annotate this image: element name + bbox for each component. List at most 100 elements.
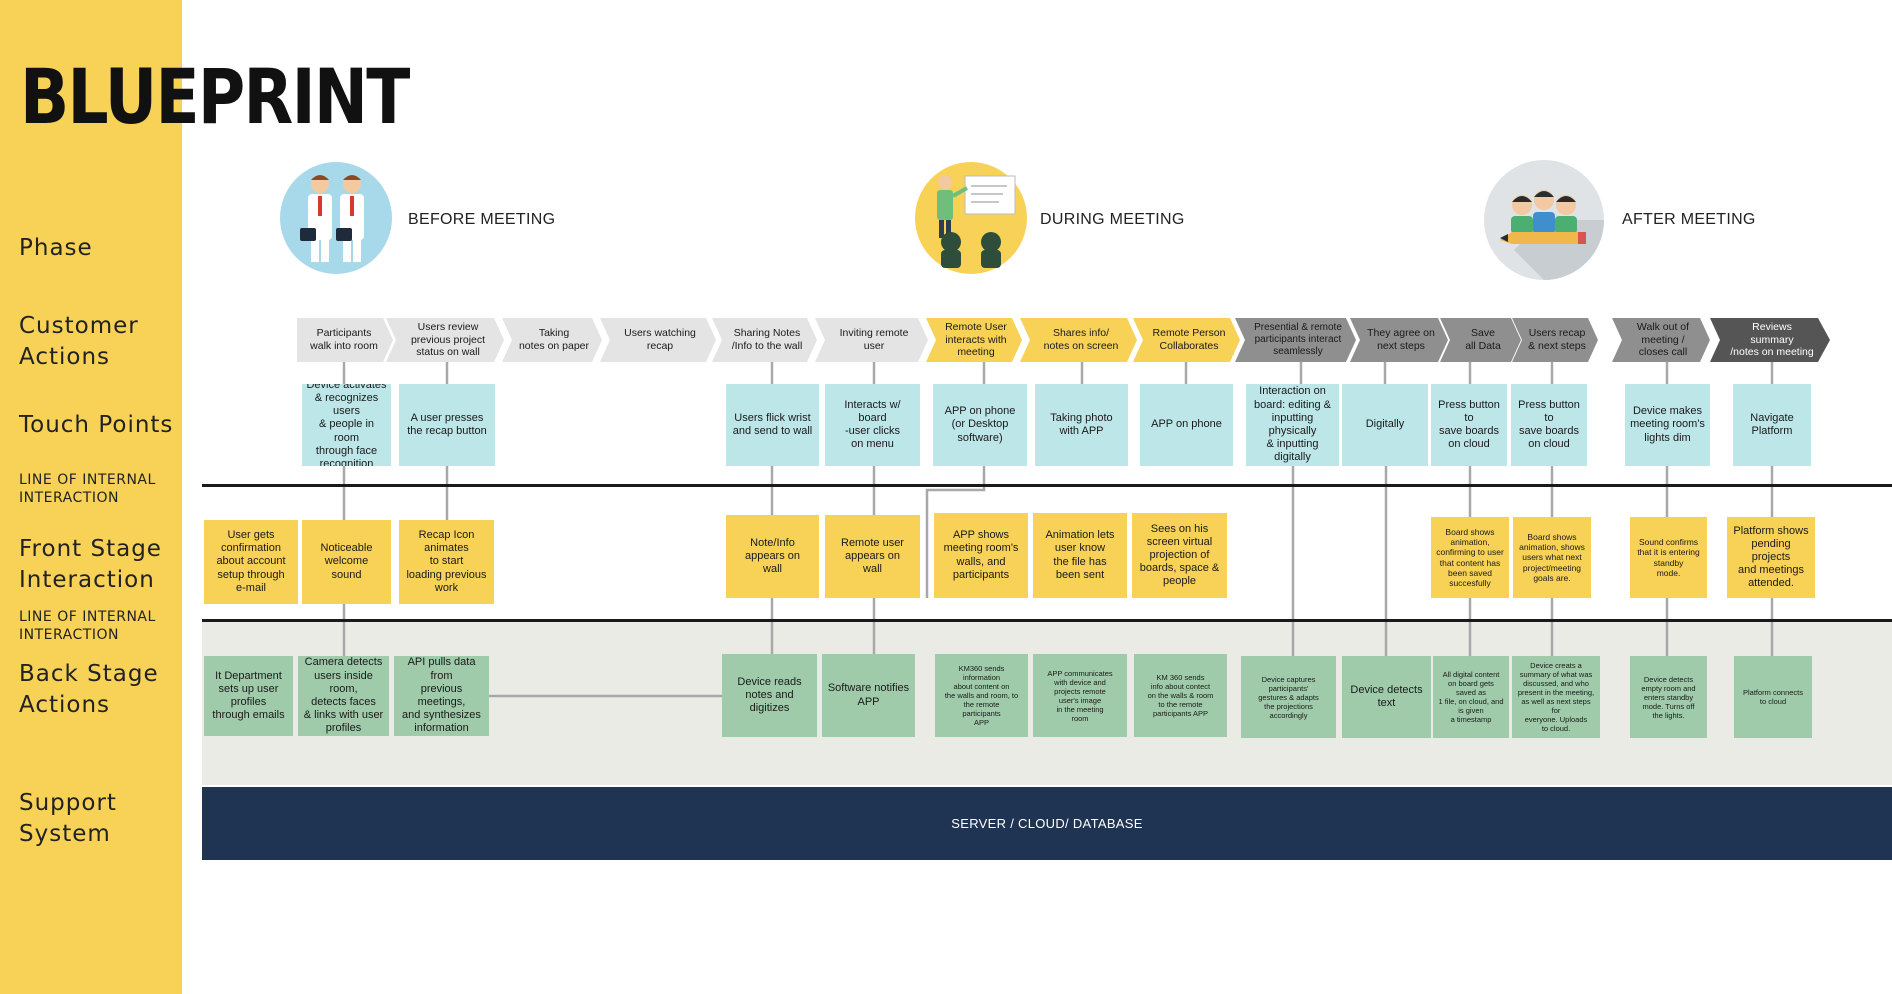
- row-label-line-of-interaction-1: LINE OF INTERNAL INTERACTION: [19, 471, 156, 507]
- chevron-9: [1133, 318, 1240, 362]
- business-people-icon: [280, 162, 392, 274]
- row-label-line: Interaction: [19, 567, 155, 593]
- chevron-15: [1710, 318, 1830, 362]
- chevron-3: [502, 318, 602, 362]
- row-label-line: INTERACTION: [19, 627, 119, 643]
- row-label-line: Back Stage: [19, 661, 159, 687]
- row-label-touch-points: Touch Points: [19, 412, 174, 438]
- row-label-line: LINE OF INTERNAL: [19, 472, 156, 488]
- chevron-7: [926, 318, 1022, 362]
- row-label-line: Customer: [19, 313, 139, 339]
- chevron-10: [1235, 318, 1356, 362]
- chevron-12: [1440, 318, 1521, 362]
- row-label-phase: Phase: [19, 235, 93, 261]
- chevron-5: [712, 318, 817, 362]
- chevron-4: [600, 318, 716, 362]
- chevron-2: [386, 318, 504, 362]
- line-of-internal-interaction-1: [202, 484, 1892, 487]
- chevron-11: [1350, 318, 1448, 362]
- row-label-line: Support: [19, 790, 117, 816]
- chevron-1: [297, 318, 393, 362]
- row-label-front-stage: Front Stage Interaction: [19, 534, 162, 596]
- row-label-line: Front Stage: [19, 536, 162, 562]
- row-label-line: Actions: [19, 692, 111, 718]
- line-of-internal-interaction-2: [202, 619, 1892, 622]
- support-system-bar: SERVER / CLOUD/ DATABASE: [202, 787, 1892, 860]
- touch-point: Device activates& recognizes users& peop…: [302, 384, 391, 466]
- chevron-6: [815, 318, 928, 362]
- row-label-line: System: [19, 821, 111, 847]
- sidebar: [0, 0, 182, 994]
- customer-action: Sharing Notes/Info to the wall: [731, 327, 803, 352]
- row-label-line: Actions: [19, 344, 111, 370]
- row-label-back-stage: Back Stage Actions: [19, 659, 159, 721]
- customer-action: Shares info/notes on screen: [1043, 327, 1119, 352]
- row-label-support-system: Support System: [19, 788, 117, 850]
- phase-during-meeting: DURING MEETING: [1040, 211, 1185, 228]
- phase-after-meeting: AFTER MEETING: [1622, 211, 1756, 228]
- row-label-line: INTERACTION: [19, 490, 119, 506]
- chevron-13: [1512, 318, 1598, 362]
- row-label-line: LINE OF INTERNAL: [19, 609, 156, 625]
- page-title: BLUEPRINT: [20, 52, 410, 141]
- presentation-icon: [915, 162, 1027, 274]
- team-icon: [1484, 160, 1604, 280]
- customer-action: Users recap& next steps: [1528, 327, 1586, 352]
- phase-before-meeting: BEFORE MEETING: [408, 211, 556, 228]
- chevron-8: [1020, 318, 1137, 362]
- touch-point: Digitally: [1342, 384, 1428, 466]
- row-label-customer-actions: Customer Actions: [19, 311, 139, 373]
- chevron-14: [1612, 318, 1710, 362]
- row-label-line-of-interaction-2: LINE OF INTERNAL INTERACTION: [19, 608, 156, 644]
